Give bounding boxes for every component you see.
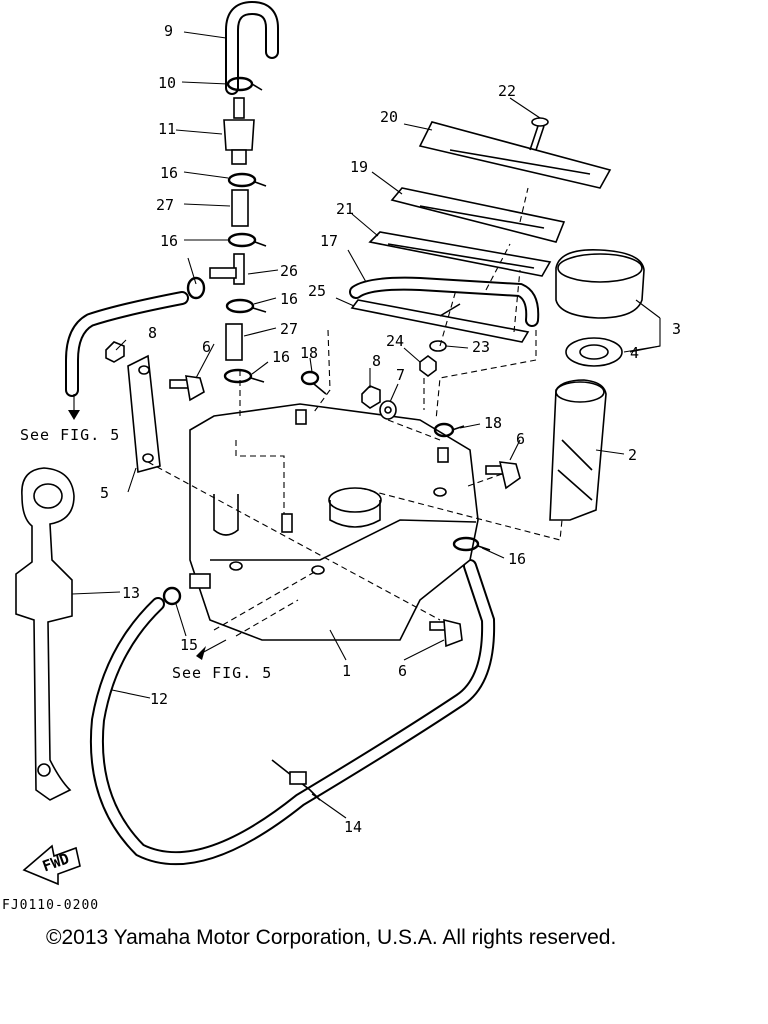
- label-part-23: 23: [472, 338, 490, 356]
- label-part-16-b: 16: [160, 232, 178, 250]
- label-part-21: 21: [336, 200, 354, 218]
- label-part-17: 17: [320, 232, 338, 250]
- label-part-19: 19: [350, 158, 368, 176]
- plate-20: [418, 121, 612, 189]
- label-part-6-bottom: 6: [398, 662, 407, 680]
- hose-left-upper: [65, 291, 189, 397]
- band-5: [127, 354, 161, 474]
- alignment-lines: [147, 187, 563, 637]
- clamp-16-fourth: [223, 368, 265, 384]
- label-part-4: 4: [630, 344, 639, 362]
- pipe-27-top: [231, 189, 249, 227]
- label-part-16-right: 16: [508, 550, 526, 568]
- figure-code: FJ0110-0200: [2, 898, 100, 913]
- label-part-9: 9: [164, 22, 173, 40]
- label-part-16-a: 16: [160, 164, 178, 182]
- bracket-25: [350, 299, 530, 343]
- label-part-27-a: 27: [156, 196, 174, 214]
- label-part-16-d: 16: [272, 348, 290, 366]
- forward-direction-marker: FWD: [22, 844, 81, 886]
- screw-22: [529, 117, 549, 151]
- label-part-15: 15: [180, 636, 198, 654]
- see-fig-reference-bottom: See FIG. 5: [172, 664, 272, 682]
- part-number-labels: 9 10 11 16 27 16 26 16 27 16 8 6 18 22 2…: [20, 22, 681, 836]
- label-part-6-right: 6: [516, 430, 525, 448]
- label-part-5: 5: [100, 484, 109, 502]
- label-part-18-left: 18: [300, 344, 318, 362]
- bolt-6-bottom: [429, 618, 463, 648]
- seal-ring-4: [565, 337, 623, 367]
- label-part-22: 22: [498, 82, 516, 100]
- hose-9: [225, 0, 279, 95]
- label-part-10: 10: [158, 74, 176, 92]
- label-part-25: 25: [308, 282, 326, 300]
- label-part-13: 13: [122, 584, 140, 602]
- bolt-6-right: [485, 461, 521, 490]
- nut-8-right: [361, 385, 381, 409]
- fuel-tank-exploded-diagram: FWD 9 10 11 16 27 16 26 16 27 16 8 6 18 …: [15, 0, 681, 886]
- label-part-2: 2: [628, 446, 637, 464]
- label-part-18-right: 18: [484, 414, 502, 432]
- copyright-notice: ©2013 Yamaha Motor Corporation, U.S.A. A…: [46, 926, 617, 949]
- label-part-7: 7: [396, 366, 405, 384]
- clip-15: [162, 573, 211, 606]
- label-part-24: 24: [386, 332, 404, 350]
- bracket-13: [15, 467, 75, 801]
- pipe-27-bottom: [225, 323, 243, 361]
- clamp-16-left: [186, 276, 206, 300]
- clamp-18-right: [433, 422, 465, 438]
- label-part-8-right: 8: [372, 352, 381, 370]
- label-part-3: 3: [672, 320, 681, 338]
- clamp-18-left: [300, 370, 327, 395]
- tee-joint-26: [209, 253, 245, 285]
- clamp-16-second: [227, 232, 267, 248]
- nut-24: [419, 355, 437, 377]
- label-part-27-b: 27: [280, 320, 298, 338]
- label-part-26: 26: [280, 262, 298, 280]
- label-part-20: 20: [380, 108, 398, 126]
- see-fig-reference-left: See FIG. 5: [20, 426, 120, 444]
- label-part-14: 14: [344, 818, 362, 836]
- label-part-1: 1: [342, 662, 351, 680]
- hose-17: [349, 276, 540, 327]
- label-part-16-c: 16: [280, 290, 298, 308]
- label-part-6-left: 6: [202, 338, 211, 356]
- fuel-tank-1: [189, 403, 479, 641]
- bolt-6-left: [169, 375, 205, 402]
- plate-19: [390, 187, 566, 243]
- fuel-filter-11: [223, 97, 255, 165]
- gasket-21: [368, 231, 552, 277]
- clamp-16-right: [452, 536, 491, 552]
- filler-neck-2: [549, 379, 607, 521]
- leader-lines: [71, 31, 661, 819]
- grommet-23: [429, 340, 447, 352]
- washer-7: [379, 400, 397, 420]
- see-fig-arrows: [68, 410, 206, 660]
- label-part-11: 11: [158, 120, 176, 138]
- hose-12: [89, 559, 496, 866]
- clamp-16-third: [225, 298, 267, 314]
- label-part-8-left: 8: [148, 324, 157, 342]
- clamp-16-top: [227, 172, 267, 188]
- label-part-12: 12: [150, 690, 168, 708]
- fuel-cap-3: [555, 249, 645, 319]
